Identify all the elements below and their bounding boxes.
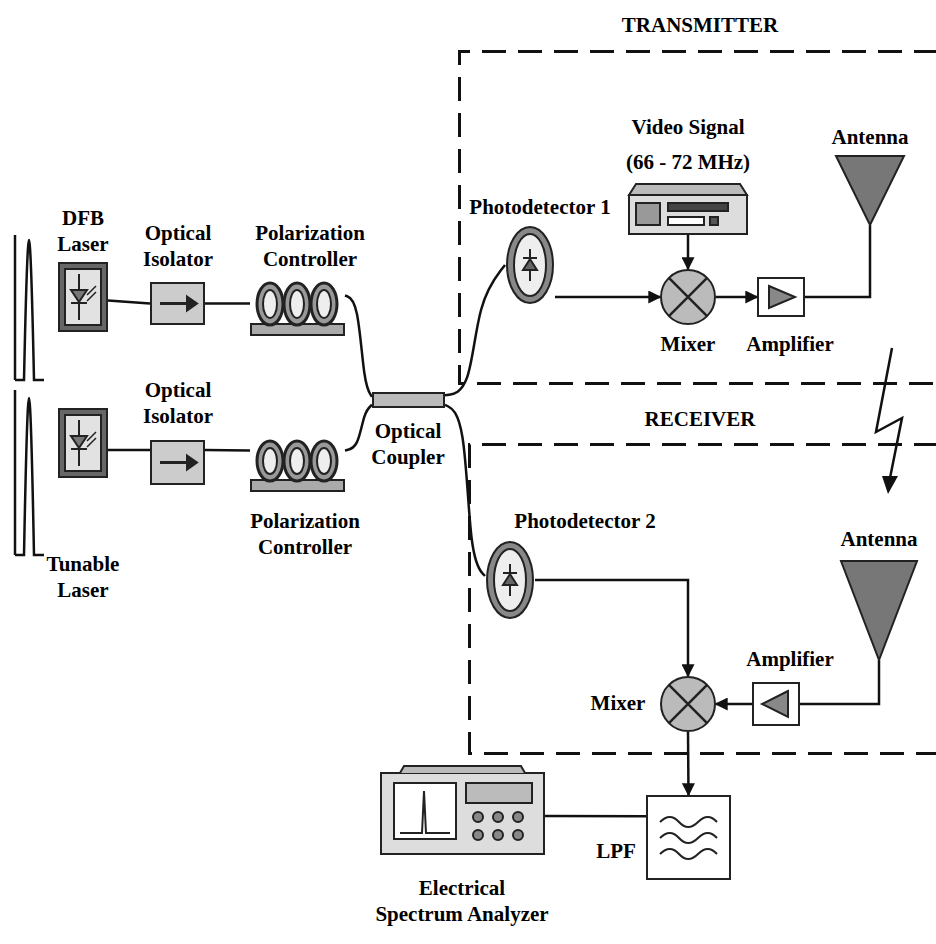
- component-label: (66 - 72 MHz): [626, 150, 750, 176]
- optical-isolator-node: Optical Isolator: [150, 440, 205, 485]
- signal-wire: [205, 449, 250, 452]
- component-label: DFB Laser: [53, 206, 113, 257]
- laser-spectrum: [15, 235, 44, 380]
- component-label: Video Signal: [632, 115, 745, 141]
- antenna-symbol: [835, 155, 905, 225]
- signal-wire: [108, 449, 150, 452]
- component-label: Mixer: [591, 691, 646, 717]
- region-heading: TRANSMITTER: [622, 13, 778, 39]
- dashed-region-node: RECEIVERPhotodetector 2AntennaAmplifierM…: [468, 443, 936, 755]
- component-label: Antenna: [831, 125, 908, 151]
- signal-wire: [535, 580, 688, 676]
- signal-wire: [687, 235, 690, 269]
- optical-fiber: [345, 405, 372, 451]
- component-label: Polarization Controller: [245, 509, 365, 560]
- signal-wire: [108, 301, 150, 304]
- laser-source: [58, 262, 108, 332]
- video-source-node: Video Signal(66 - 72 MHz): [628, 183, 748, 235]
- signal-wire: [716, 703, 752, 706]
- polarization-controller: [250, 282, 345, 336]
- photodetector-node: Photodetector 2: [485, 540, 535, 620]
- antenna-symbol: [840, 560, 918, 660]
- optical-isolator-node: Optical Isolator: [150, 282, 205, 325]
- optical-fiber: [445, 405, 485, 576]
- component-label: Electrical Spectrum Analyzer: [374, 876, 550, 927]
- wireless-arrowhead: [882, 476, 898, 494]
- mixer-symbol: [660, 269, 716, 325]
- component-label: Photodetector 1: [469, 195, 610, 221]
- signal-wire: [555, 296, 660, 299]
- dashed-region-node: TRANSMITTERVideo Signal(66 - 72 MHz)Phot…: [458, 50, 936, 385]
- region-heading: RECEIVER: [645, 407, 756, 433]
- polarization-controller-node: Polarization Controller: [250, 440, 345, 492]
- photodetector-node: Photodetector 1: [505, 225, 555, 305]
- laser-source-node: Tunable Laser: [58, 408, 108, 478]
- antenna-symbol-node: Antenna: [835, 155, 905, 225]
- spectrum-analyzer: [380, 765, 545, 855]
- component-label: LPF: [596, 839, 636, 865]
- component-label: Antenna: [840, 527, 917, 553]
- signal-wire: [545, 815, 646, 818]
- component-label: Amplifier: [746, 647, 833, 673]
- optical-fiber: [445, 265, 505, 395]
- optical-isolator: [150, 440, 205, 485]
- antenna-symbol-node: Antenna: [840, 560, 918, 660]
- low-pass-filter: [646, 795, 731, 880]
- mixer-symbol-node: Mixer: [660, 269, 716, 325]
- video-source: [628, 183, 748, 235]
- component-label: Tunable Laser: [38, 552, 128, 603]
- polarization-controller: [250, 440, 345, 492]
- component-label: Optical Isolator: [133, 221, 223, 272]
- optical-isolator: [150, 282, 205, 325]
- signal-wire: [805, 225, 870, 297]
- component-label: Photodetector 2: [514, 509, 655, 535]
- signal-wire: [687, 732, 690, 795]
- laser-source-node: DFB Laser: [58, 262, 108, 332]
- optical-coupler: [372, 392, 445, 408]
- component-label: Optical Isolator: [133, 378, 223, 429]
- polarization-controller-node: Polarization Controller: [250, 282, 345, 336]
- amplifier-symbol-node: Amplifier: [752, 682, 800, 726]
- mixer-symbol: [660, 676, 716, 732]
- laser-source: [58, 408, 108, 478]
- component-label: Mixer: [661, 332, 716, 358]
- optical-fiber: [345, 296, 372, 397]
- wireless-link: [876, 348, 902, 478]
- amplifier-symbol: [757, 277, 805, 317]
- photodetector: [485, 540, 535, 620]
- optical-coupler-node: Optical Coupler: [372, 392, 445, 408]
- spectrum-analyzer-node: Electrical Spectrum Analyzer: [380, 765, 545, 855]
- amplifier-symbol: [752, 682, 800, 726]
- photodetector: [505, 225, 555, 305]
- amplifier-symbol-node: Amplifier: [757, 277, 805, 317]
- mixer-symbol-node: Mixer: [660, 676, 716, 732]
- component-label: Optical Coupler: [363, 419, 453, 470]
- component-label: Polarization Controller: [250, 221, 370, 272]
- signal-wire: [205, 302, 250, 305]
- signal-wire: [716, 296, 757, 299]
- component-label: Amplifier: [746, 332, 833, 358]
- laser-spectrum: [15, 390, 44, 555]
- low-pass-filter-node: LPF: [646, 795, 731, 880]
